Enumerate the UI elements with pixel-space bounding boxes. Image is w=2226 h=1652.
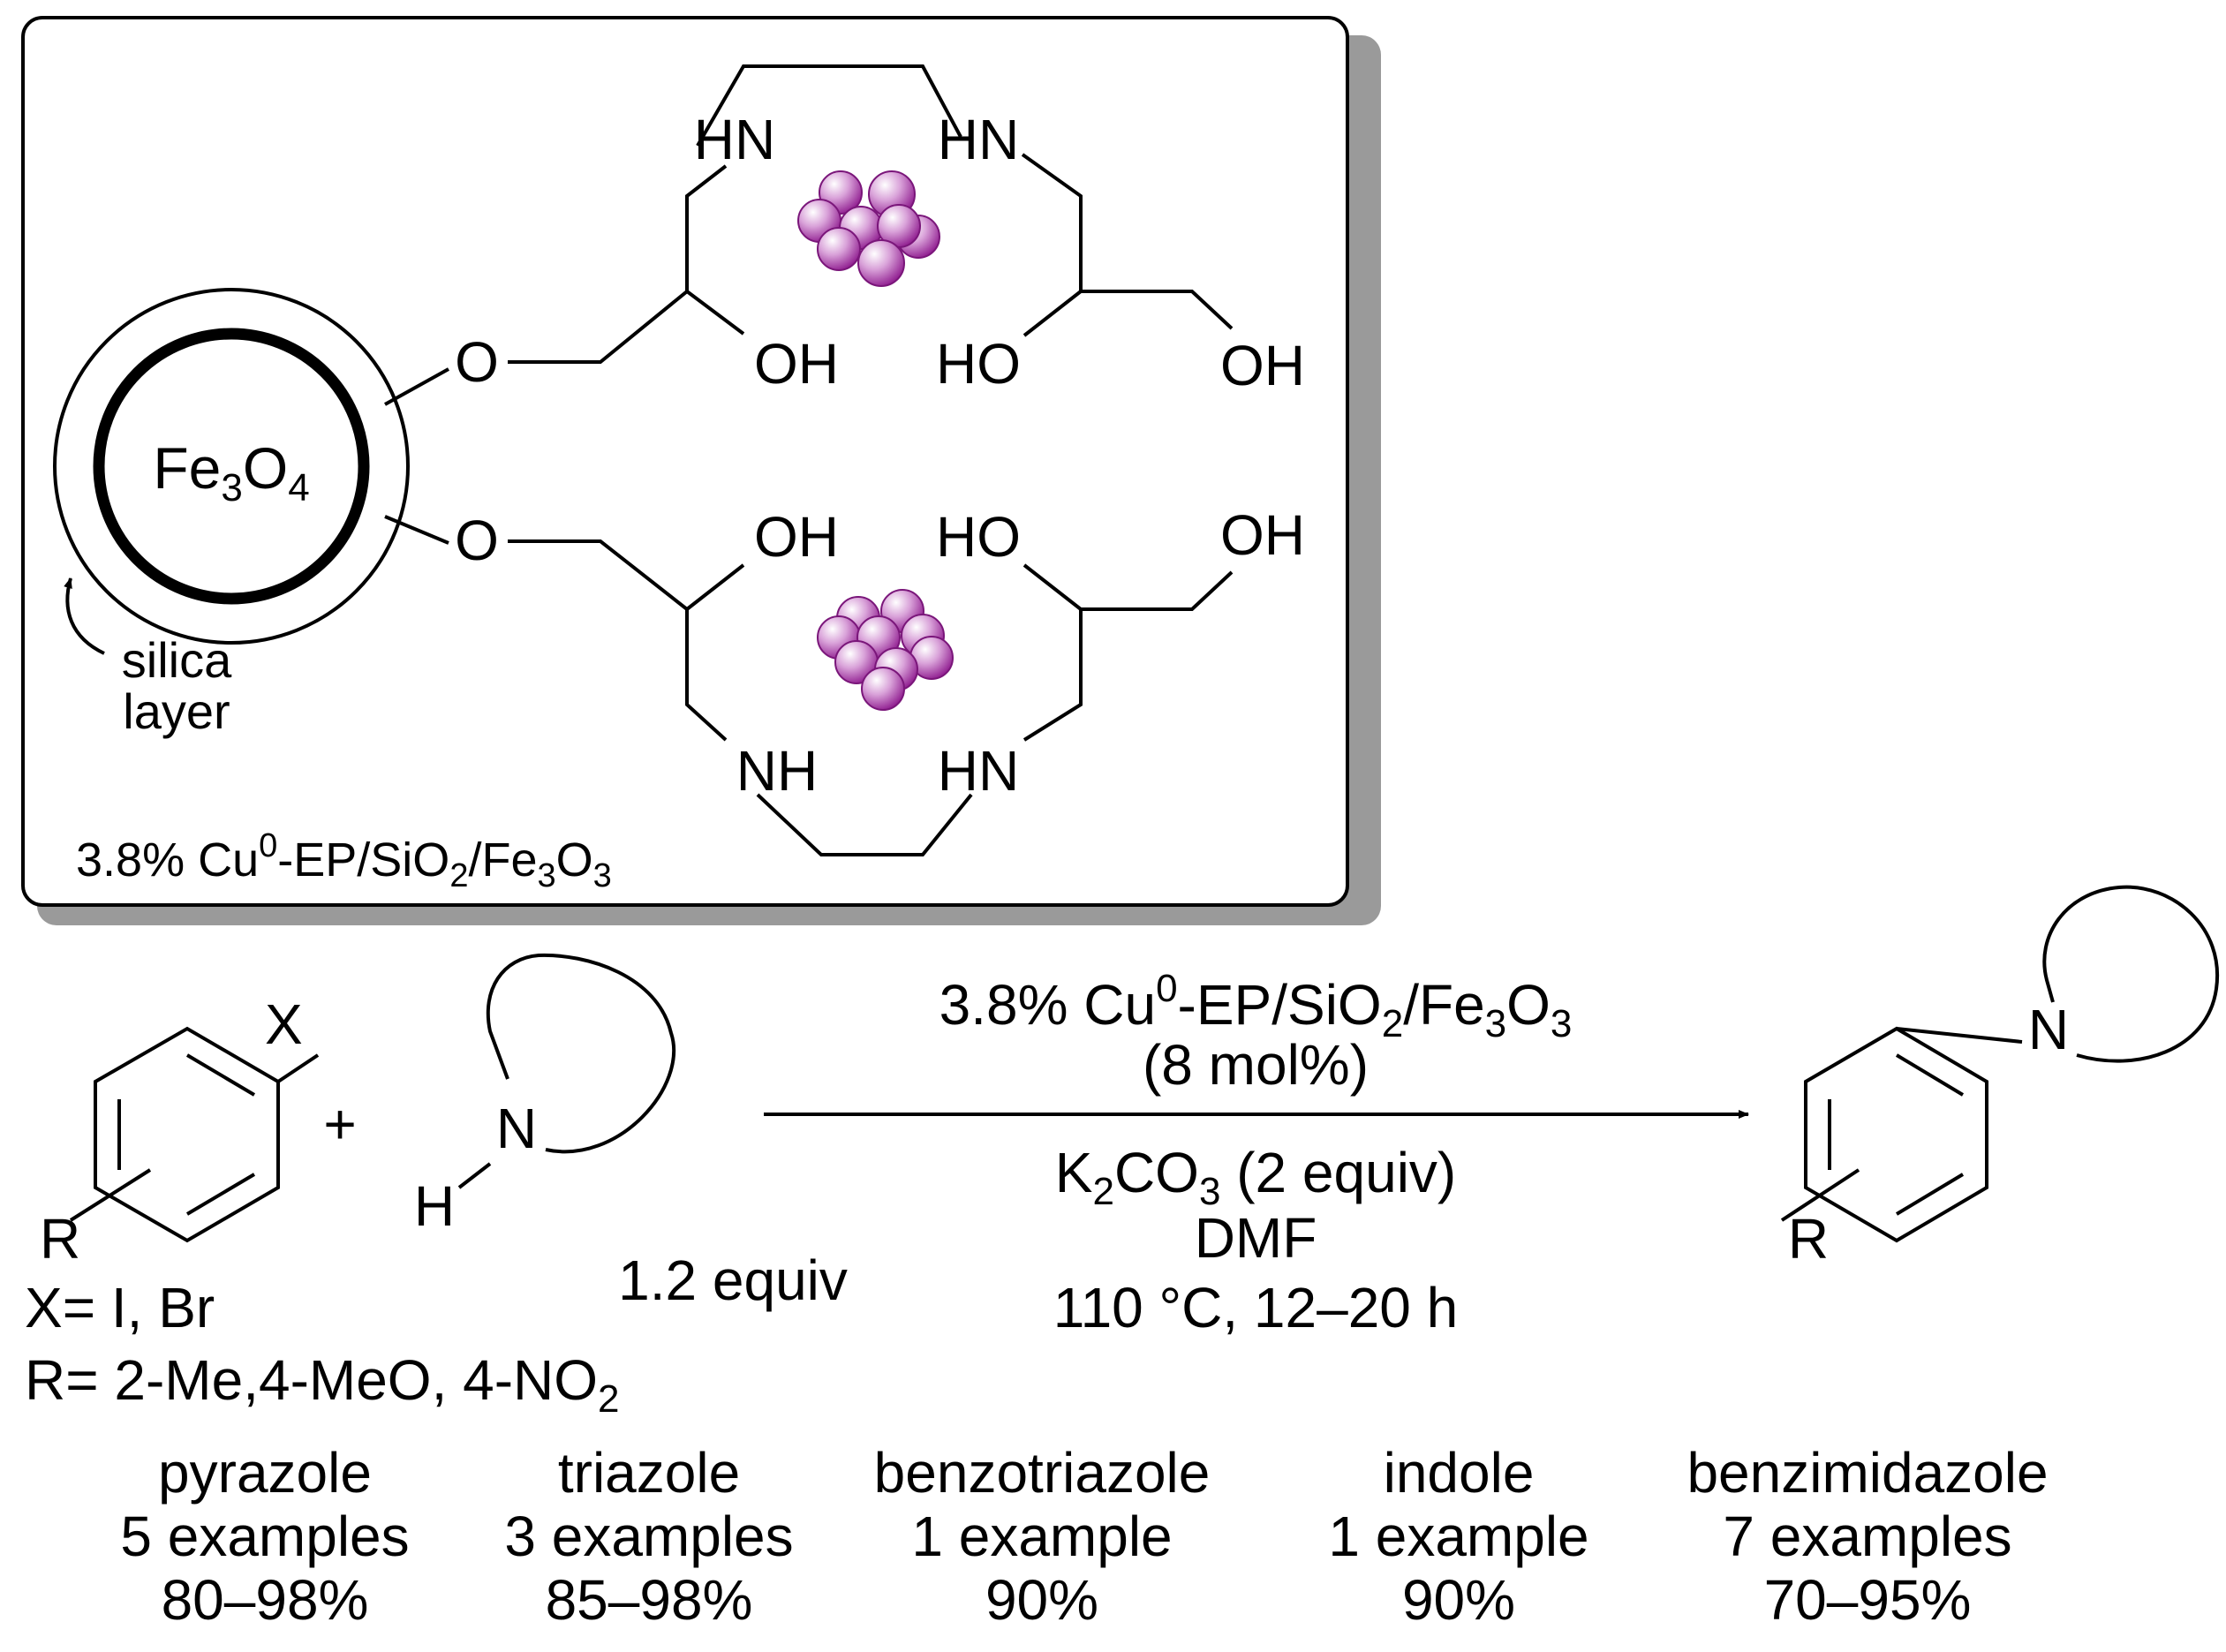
product-structure xyxy=(1780,885,2220,1243)
lower-ligand-bonds xyxy=(384,515,1234,856)
lower-right-HN-label: HN xyxy=(938,739,1019,803)
layer-label: layer xyxy=(123,683,230,739)
scope-yield: 80–98% xyxy=(162,1568,369,1632)
conditions-solvent: DMF xyxy=(1195,1206,1317,1270)
upper-left-HN-label: HN xyxy=(694,108,775,171)
amine-N-label: N xyxy=(496,1097,537,1160)
scope-name: indole xyxy=(1384,1441,1535,1505)
lower-HO-label: HO xyxy=(936,505,1021,569)
product-R-label: R xyxy=(1788,1207,1829,1271)
silica-arrow xyxy=(64,577,105,655)
scope-yield: 90% xyxy=(985,1568,1098,1632)
conditions-base: K2CO3 (2 equiv) xyxy=(1055,1141,1456,1213)
upper-terminal-OH-label: OH xyxy=(1220,334,1305,397)
lower-O-label: O xyxy=(455,509,499,572)
aryl-X-label: X xyxy=(265,992,303,1056)
plus-sign: + xyxy=(323,1092,356,1156)
upper-right-HN-label: HN xyxy=(938,108,1019,171)
aryl-halide xyxy=(69,1026,320,1243)
amine-equiv: 1.2 equiv xyxy=(618,1248,848,1312)
scope-count: 7 examples xyxy=(1723,1505,2011,1568)
conditions-temp-time: 110 °C, 12–20 h xyxy=(1053,1276,1459,1339)
scope-name: benzotriazole xyxy=(874,1441,1211,1505)
catalyst-box: Fe3O4 silica layer O HN HN OH HO OH xyxy=(21,16,1381,925)
lower-OH-label: OH xyxy=(754,505,839,569)
core-formula: Fe3O4 xyxy=(153,435,309,509)
scope-name: triazole xyxy=(558,1441,740,1505)
r-definition: R= 2-Me,4-MeO, 4-NO2 xyxy=(25,1348,620,1421)
upper-O-label: O xyxy=(455,330,499,394)
lower-terminal-OH-label: OH xyxy=(1220,503,1305,567)
upper-cu-cluster xyxy=(797,170,940,287)
scope-count: 1 example xyxy=(1328,1505,1588,1568)
conditions-catalyst: 3.8% Cu0-EP/SiO2/Fe3O3 xyxy=(939,967,1573,1045)
silica-label: silica xyxy=(122,632,232,688)
aryl-R-label: R xyxy=(40,1207,80,1271)
upper-ligand-bonds xyxy=(384,64,1234,406)
silica-shell xyxy=(53,288,410,645)
amine-H-label: H xyxy=(414,1174,455,1238)
lower-cu-cluster xyxy=(817,589,954,711)
lower-left-NH-label: NH xyxy=(736,739,818,803)
scope-yield: 90% xyxy=(1402,1568,1515,1632)
fe3o4-core xyxy=(93,328,370,605)
x-definition: X= I, Br xyxy=(25,1276,215,1339)
amine-NH-bond xyxy=(457,1162,492,1189)
upper-OH-label: OH xyxy=(754,332,839,396)
scope-yield: 85–98% xyxy=(546,1568,753,1632)
scope-table: pyrazole 5 examples 80–98% triazole 3 ex… xyxy=(120,1441,2048,1632)
scope-count: 1 example xyxy=(911,1505,1172,1568)
amine-ring xyxy=(486,953,676,1154)
scope-name: pyrazole xyxy=(158,1441,372,1505)
scope-count: 5 examples xyxy=(120,1505,409,1568)
scope-count: 3 examples xyxy=(504,1505,793,1568)
scope-yield: 70–95% xyxy=(1764,1568,1972,1632)
conditions-loading: (8 mol%) xyxy=(1143,1033,1369,1097)
scope-name: benzimidazole xyxy=(1686,1441,2048,1505)
product-N-label: N xyxy=(2028,998,2069,1061)
catalyst-box-frame xyxy=(21,16,1349,907)
upper-HO-label: HO xyxy=(936,332,1021,396)
catalyst-name: 3.8% Cu0-EP/SiO2/Fe3O3 xyxy=(76,827,612,894)
